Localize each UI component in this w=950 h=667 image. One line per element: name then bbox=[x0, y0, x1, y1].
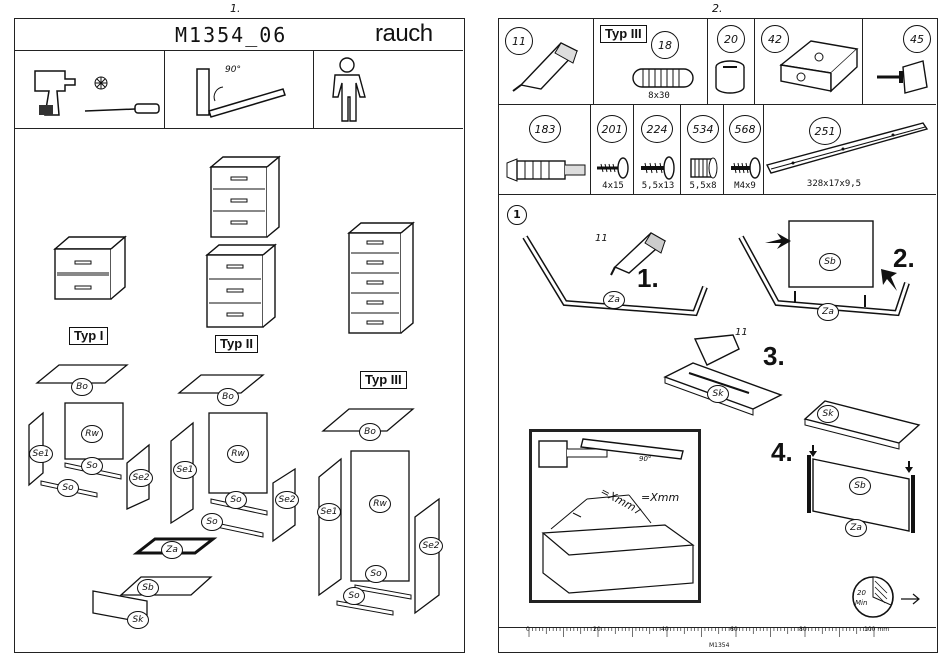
part-sk-drawer: Sk bbox=[127, 611, 149, 629]
part-number-183: 183 bbox=[529, 115, 561, 143]
arrow-right-icon bbox=[899, 593, 923, 605]
part-number-18: 18 bbox=[651, 31, 679, 59]
model-number: M1354_06 bbox=[175, 23, 287, 47]
part-bo-typ1: Bo bbox=[71, 378, 93, 396]
part-se1-typ2: Se1 bbox=[173, 461, 197, 479]
corner-bracket-icon bbox=[771, 35, 861, 95]
part-size-251: 328x17x9,5 bbox=[799, 179, 869, 189]
part-number-534: 534 bbox=[687, 115, 719, 143]
ruler-caption: M1354 bbox=[709, 642, 729, 649]
part-rw-typ3: Rw bbox=[369, 495, 391, 513]
cabinet-typ2-top-drawing bbox=[207, 153, 287, 243]
dowel-icon bbox=[629, 63, 699, 93]
type-label-3: Typ III bbox=[360, 371, 407, 389]
time-value: 20 bbox=[857, 589, 866, 597]
page-number-left: 1. bbox=[230, 2, 241, 15]
part-so-typ1-b: So bbox=[57, 479, 79, 497]
part-so-typ2-b: So bbox=[201, 513, 223, 531]
angle-label: 90° bbox=[225, 65, 241, 75]
part-se2-typ2: Se2 bbox=[275, 491, 299, 509]
part-sk-step4: Sk bbox=[817, 405, 839, 423]
glue-bottle-icon bbox=[511, 33, 581, 93]
part-za-step4: Za bbox=[845, 519, 867, 537]
part-sb-step4: Sb bbox=[849, 477, 871, 495]
header-row: M1354_06 rauch bbox=[15, 19, 463, 51]
type-label-1: Typ I bbox=[69, 327, 108, 345]
drill-icon bbox=[29, 61, 89, 121]
substep-4: 4. bbox=[771, 437, 793, 468]
person-icon bbox=[327, 57, 367, 123]
part-se1-typ1: Se1 bbox=[29, 445, 53, 463]
part-size-201: 4x15 bbox=[593, 181, 633, 191]
part-number-45: 45 bbox=[903, 25, 931, 53]
part-se2-typ3: Se2 bbox=[419, 537, 443, 555]
substep-1: 1. bbox=[637, 263, 659, 294]
ruler-tick-0: 0 bbox=[526, 626, 530, 633]
part-rw-typ2: Rw bbox=[227, 445, 249, 463]
time-unit: Min bbox=[855, 599, 867, 607]
type-label-page2: Typ III bbox=[600, 25, 647, 43]
part-number-201: 201 bbox=[597, 115, 627, 143]
part-size-534: 5,5x8 bbox=[681, 181, 725, 191]
bit-icon bbox=[91, 73, 111, 93]
part-za-step2: Za bbox=[817, 303, 839, 321]
glue-ref-step1: 11 bbox=[595, 233, 608, 244]
angle-label-inset: 90° bbox=[639, 455, 651, 463]
cabinet-typ1-drawing bbox=[51, 233, 131, 303]
ruler-tick-60: 60 bbox=[730, 626, 738, 633]
ruler: 0 20 40 60 80 100 mm M1354 bbox=[499, 627, 936, 651]
substep-3: 3. bbox=[763, 341, 785, 372]
part-bo-typ3: Bo bbox=[359, 423, 381, 441]
screwdriver-icon bbox=[83, 99, 163, 119]
part-so-typ3-a: So bbox=[365, 565, 387, 583]
part-rw-typ1: Rw bbox=[81, 425, 103, 443]
part-za-step1: Za bbox=[603, 291, 625, 309]
part-se2-typ1: Se2 bbox=[129, 469, 153, 487]
glue-ref-step3: 11 bbox=[735, 327, 748, 338]
part-number-568: 568 bbox=[729, 115, 761, 143]
cabinet-typ2-drawing bbox=[203, 241, 283, 331]
tools-row: 90° bbox=[15, 51, 463, 129]
instruction-page-right: 11 Typ III 18 8x30 20 42 45 183 bbox=[498, 18, 938, 653]
cabinet-typ3-drawing bbox=[345, 219, 425, 339]
instruction-page-left: M1354_06 rauch 90° bbox=[14, 18, 465, 653]
part-sb-step2: Sb bbox=[819, 253, 841, 271]
part-number-224: 224 bbox=[641, 115, 673, 143]
ruler-tick-40: 40 bbox=[661, 626, 669, 633]
bolt-icon bbox=[729, 155, 763, 181]
bracket-screw-icon bbox=[875, 57, 929, 97]
rail-icon bbox=[763, 119, 933, 179]
part-za-drawer: Za bbox=[161, 541, 183, 559]
part-size-568: M4x9 bbox=[725, 181, 765, 191]
page-number-right: 2. bbox=[712, 2, 723, 15]
part-sb-drawer: Sb bbox=[137, 579, 159, 597]
part-sk-step3: Sk bbox=[707, 385, 729, 403]
step-number: 1 bbox=[507, 205, 527, 225]
part-so-typ2-a: So bbox=[225, 491, 247, 509]
part-so-typ1-a: So bbox=[81, 457, 103, 475]
measurement-drawing bbox=[533, 433, 699, 601]
measure-label-b: =Xmm bbox=[641, 491, 679, 504]
part-size-18: 8x30 bbox=[639, 91, 679, 101]
part-se1-typ3: Se1 bbox=[317, 503, 341, 521]
insert-icon bbox=[687, 155, 721, 181]
type-label-2: Typ II bbox=[215, 335, 258, 353]
part-number-20: 20 bbox=[717, 25, 745, 53]
clock-icon bbox=[851, 575, 895, 619]
part-bo-typ2: Bo bbox=[217, 388, 239, 406]
ruler-ticks bbox=[527, 628, 887, 638]
brand-logo: rauch bbox=[375, 20, 433, 48]
screw-icon-201 bbox=[595, 155, 633, 181]
substep-2: 2. bbox=[893, 243, 915, 274]
anchor-icon bbox=[503, 155, 587, 185]
ruler-tick-20: 20 bbox=[593, 626, 601, 633]
ruler-tick-80: 80 bbox=[799, 626, 807, 633]
ruler-tick-100: 100 mm bbox=[864, 626, 889, 633]
cam-lock-icon bbox=[713, 57, 747, 97]
part-so-typ3-b: So bbox=[343, 587, 365, 605]
part-size-224: 5,5x13 bbox=[635, 181, 681, 191]
screw-icon-224 bbox=[639, 155, 679, 181]
